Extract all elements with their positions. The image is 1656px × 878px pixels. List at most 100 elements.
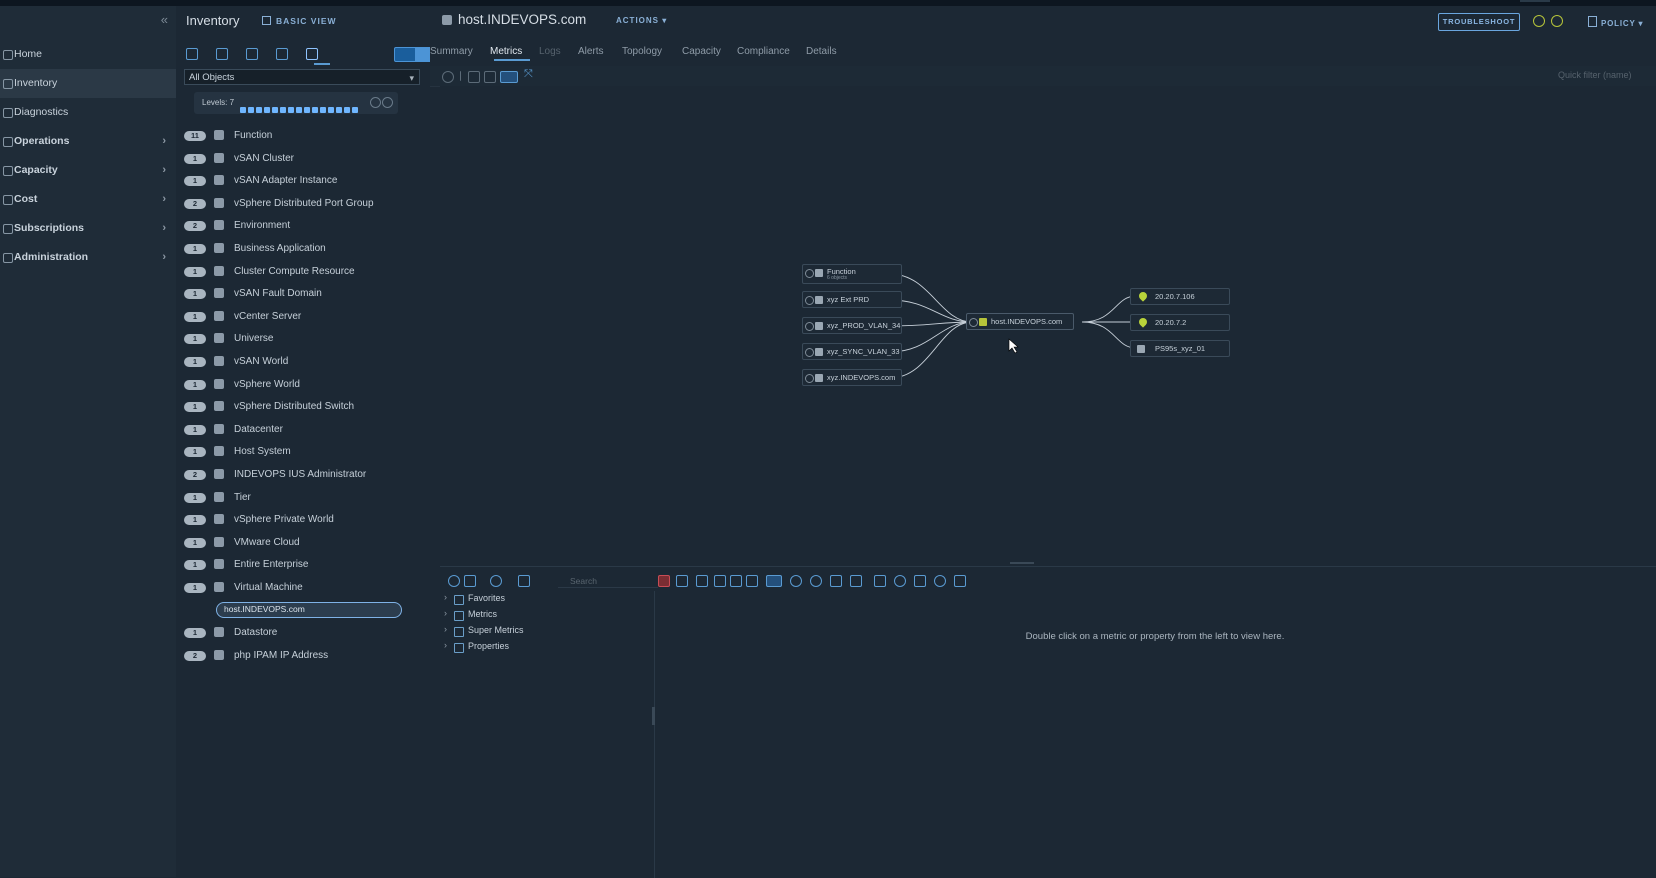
chevron-right-icon[interactable]: › — [444, 608, 447, 618]
clock-icon[interactable] — [934, 575, 946, 587]
graph-node-datastore[interactable]: PS95s_xyz_01 — [1130, 340, 1230, 357]
count-badge[interactable]: 1 — [184, 379, 206, 390]
count-badge[interactable]: 1 — [184, 560, 206, 571]
tab-alerts[interactable]: Alerts — [578, 46, 604, 57]
levels-dots[interactable] — [240, 100, 360, 122]
fit-to-screen-icon[interactable]: ⤧ — [524, 68, 533, 80]
tab-details[interactable]: Details — [806, 46, 837, 57]
collapse-nav-icon[interactable]: « — [160, 12, 168, 27]
levels-control[interactable]: Levels: 7 — [194, 92, 398, 114]
selected-object-pill[interactable]: host.INDEVOPS.com — [216, 602, 402, 619]
graph-node-ip-2[interactable]: 20.20.7.2 — [1130, 314, 1230, 331]
pan-icon[interactable] — [810, 575, 822, 587]
bar-chart-icon[interactable] — [696, 575, 708, 587]
zoom-out-icon[interactable] — [442, 71, 454, 83]
chart-icon[interactable] — [676, 575, 688, 587]
selected-object-row[interactable]: host.INDEVOPS.com — [176, 599, 430, 622]
count-badge[interactable]: 2 — [184, 650, 206, 661]
more-icon[interactable] — [484, 71, 496, 83]
level-dot[interactable] — [272, 107, 278, 113]
graph-node-ip-1[interactable]: 20.20.7.106 — [1130, 288, 1230, 305]
count-badge[interactable]: 1 — [184, 537, 206, 548]
level-dot[interactable] — [280, 107, 286, 113]
count-badge[interactable]: 1 — [184, 176, 206, 187]
actions-menu[interactable]: ACTIONS ▾ — [616, 16, 667, 25]
level-dot[interactable] — [256, 107, 262, 113]
tree-item-properties[interactable]: ›Properties — [440, 639, 654, 655]
level-dot[interactable] — [240, 107, 246, 113]
level-dot[interactable] — [320, 107, 326, 113]
count-badge[interactable]: 1 — [184, 582, 206, 593]
count-badge[interactable]: 1 — [184, 334, 206, 345]
label-toggle-icon[interactable] — [500, 71, 518, 83]
count-badge[interactable]: 1 — [184, 515, 206, 526]
home-tab-icon[interactable] — [186, 48, 198, 60]
expand-node-icon[interactable] — [805, 296, 814, 305]
nav-item-home[interactable]: Home — [0, 40, 176, 69]
expand-node-icon[interactable] — [805, 348, 814, 357]
quick-filter-input[interactable]: Quick filter (name) — [1558, 70, 1632, 80]
search-tab-icon[interactable] — [306, 48, 318, 60]
level-dot[interactable] — [264, 107, 270, 113]
basic-view-button[interactable]: BASIC VIEW — [262, 16, 337, 26]
tree-item-favorites[interactable]: ›Favorites — [440, 591, 654, 607]
tab-compliance[interactable]: Compliance — [737, 46, 790, 57]
expand-node-icon[interactable] — [805, 322, 814, 331]
zoom-select-icon[interactable] — [766, 575, 782, 587]
tab-logs[interactable]: Logs — [539, 46, 561, 57]
graph-node-sync-vlan[interactable]: xyz_SYNC_VLAN_33 — [802, 343, 902, 360]
count-badge[interactable]: 2 — [184, 198, 206, 209]
nav-item-capacity[interactable]: Capacity› — [0, 156, 176, 185]
nav-item-cost[interactable]: Cost› — [0, 185, 176, 214]
level-dot[interactable] — [304, 107, 310, 113]
view-toggle[interactable] — [394, 47, 434, 62]
tab-summary[interactable]: Summary — [430, 46, 473, 57]
split-icon[interactable] — [874, 575, 886, 587]
level-dot[interactable] — [248, 107, 254, 113]
troubleshoot-button[interactable]: TROUBLESHOOT — [1438, 13, 1520, 31]
tree-item-super-metrics[interactable]: ›Super Metrics — [440, 623, 654, 639]
tag-tab-icon[interactable] — [246, 48, 258, 60]
refresh-icon[interactable] — [894, 575, 906, 587]
graph-node-xyz-host[interactable]: xyz.INDEVOPS.com — [802, 369, 902, 386]
graph-node-center-host[interactable]: host.INDEVOPS.com — [966, 313, 1074, 330]
nav-item-diagnostics[interactable]: Diagnostics — [0, 98, 176, 127]
count-badge[interactable]: 1 — [184, 289, 206, 300]
graph-node-ext-prd[interactable]: xyz Ext PRD — [802, 291, 902, 308]
level-dot[interactable] — [344, 107, 350, 113]
nav-item-administration[interactable]: Administration› — [0, 243, 176, 272]
anomaly-icon[interactable] — [730, 575, 742, 587]
expand-node-icon[interactable] — [805, 374, 814, 383]
count-badge[interactable]: 1 — [184, 311, 206, 322]
pin-icon[interactable] — [464, 575, 476, 587]
count-badge[interactable]: 2 — [184, 221, 206, 232]
compliance-status-icon[interactable] — [1551, 15, 1563, 27]
level-dot[interactable] — [352, 107, 358, 113]
count-badge[interactable]: 1 — [184, 447, 206, 458]
trend-icon[interactable] — [714, 575, 726, 587]
chevron-right-icon[interactable]: › — [444, 640, 447, 650]
level-dot[interactable] — [328, 107, 334, 113]
folder-tab-icon[interactable] — [276, 48, 288, 60]
